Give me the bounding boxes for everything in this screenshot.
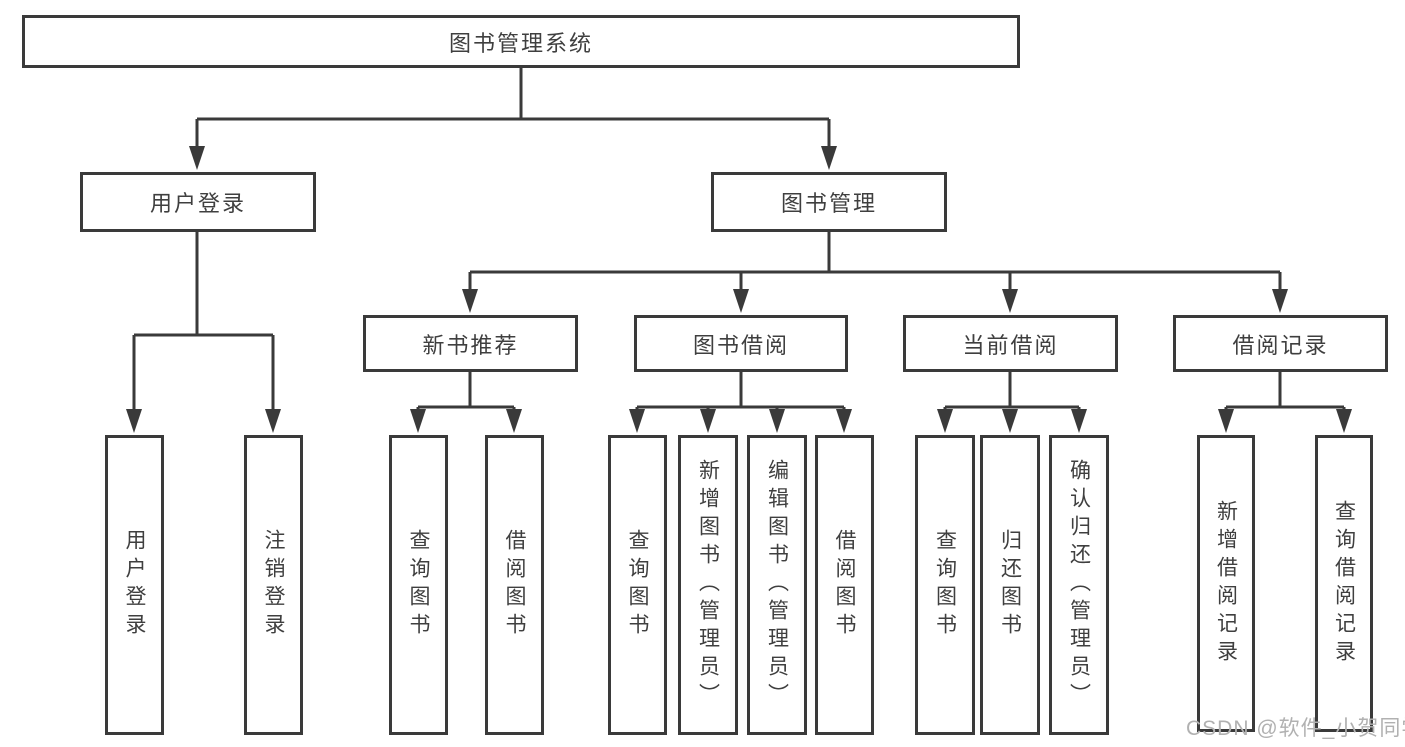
- arrowhead: [506, 409, 522, 433]
- connector-book-borrowing: [629, 372, 852, 433]
- node-new-book-recommendation: 新书推荐: [363, 315, 578, 372]
- leaf-query-borrow-record: 查询借阅记录: [1315, 435, 1373, 732]
- node-borrowing-records: 借阅记录: [1173, 315, 1388, 372]
- leaf-user-login: 用户登录: [105, 435, 164, 735]
- leaf-query-books-recommend: 查询图书: [389, 435, 448, 735]
- arrowhead: [265, 409, 281, 433]
- node-user-login: 用户登录: [80, 172, 316, 232]
- arrowhead: [189, 146, 205, 170]
- arrowhead: [126, 409, 142, 433]
- connector-current-borrowing: [937, 372, 1087, 433]
- connector-root-to-level2: [189, 68, 837, 170]
- watermark-text: CSDN @软件_小贺同学: [1186, 717, 1405, 740]
- connector-user-login: [126, 232, 281, 433]
- leaf-edit-books-admin: 编辑图书（管理员）: [747, 435, 807, 735]
- leaf-borrow-books-borrowing: 借阅图书: [815, 435, 874, 735]
- arrowhead: [410, 409, 426, 433]
- arrowhead: [1218, 409, 1234, 433]
- leaf-add-borrow-record: 新增借阅记录: [1197, 435, 1255, 732]
- leaf-logout: 注销登录: [244, 435, 303, 735]
- leaf-confirm-return-admin: 确认归还（管理员）: [1049, 435, 1109, 735]
- node-library-management-system: 图书管理系统: [22, 15, 1020, 68]
- node-book-borrowing: 图书借阅: [634, 315, 848, 372]
- leaf-add-books-admin: 新增图书（管理员）: [678, 435, 738, 735]
- leaf-query-books-borrowing: 查询图书: [608, 435, 667, 735]
- arrowhead: [629, 409, 645, 433]
- arrowhead: [1002, 409, 1018, 433]
- arrowhead: [700, 409, 716, 433]
- node-book-management: 图书管理: [711, 172, 947, 232]
- leaf-return-books: 归还图书: [980, 435, 1040, 735]
- arrowhead: [733, 289, 749, 313]
- leaf-borrow-books-recommend: 借阅图书: [485, 435, 544, 735]
- connector-borrowing-records: [1218, 372, 1352, 433]
- connector-book-management: [462, 232, 1288, 313]
- arrowhead: [462, 289, 478, 313]
- arrowhead: [821, 146, 837, 170]
- connector-new-book-recommendation: [410, 372, 522, 433]
- arrowhead: [1272, 289, 1288, 313]
- arrowhead: [1002, 289, 1018, 313]
- arrowhead: [836, 409, 852, 433]
- arrowhead: [769, 409, 785, 433]
- leaf-query-books-current: 查询图书: [915, 435, 975, 735]
- arrowhead: [937, 409, 953, 433]
- arrowhead: [1336, 409, 1352, 433]
- node-current-borrowing: 当前借阅: [903, 315, 1118, 372]
- arrowhead: [1071, 409, 1087, 433]
